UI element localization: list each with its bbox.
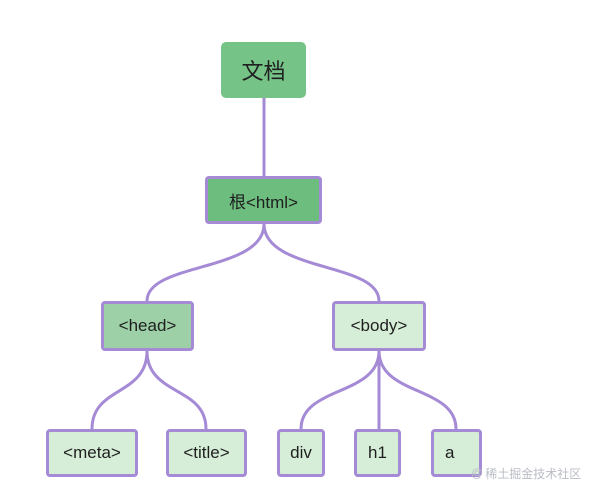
edge-html-head <box>145 222 266 303</box>
edge-html-body <box>262 222 381 303</box>
edge-head-title <box>145 349 208 431</box>
watermark-text: 稀土掘金技术社区 <box>485 466 582 481</box>
node-title: <title> <box>166 429 247 477</box>
node-html-root: 根<html> <box>205 176 322 224</box>
edge-body-a <box>377 349 458 431</box>
node-div: div <box>277 429 325 477</box>
node-head: <head> <box>101 301 194 351</box>
edge-head-meta <box>90 349 149 431</box>
node-h1: h1 <box>354 429 401 477</box>
at-icon: @ <box>471 466 484 480</box>
node-a: a <box>431 429 482 477</box>
edge-body-div <box>299 349 381 431</box>
node-body: <body> <box>332 301 426 351</box>
node-meta: <meta> <box>46 429 138 477</box>
watermark: @ 稀土掘金技术社区 <box>471 464 581 482</box>
node-document: 文档 <box>221 42 306 98</box>
